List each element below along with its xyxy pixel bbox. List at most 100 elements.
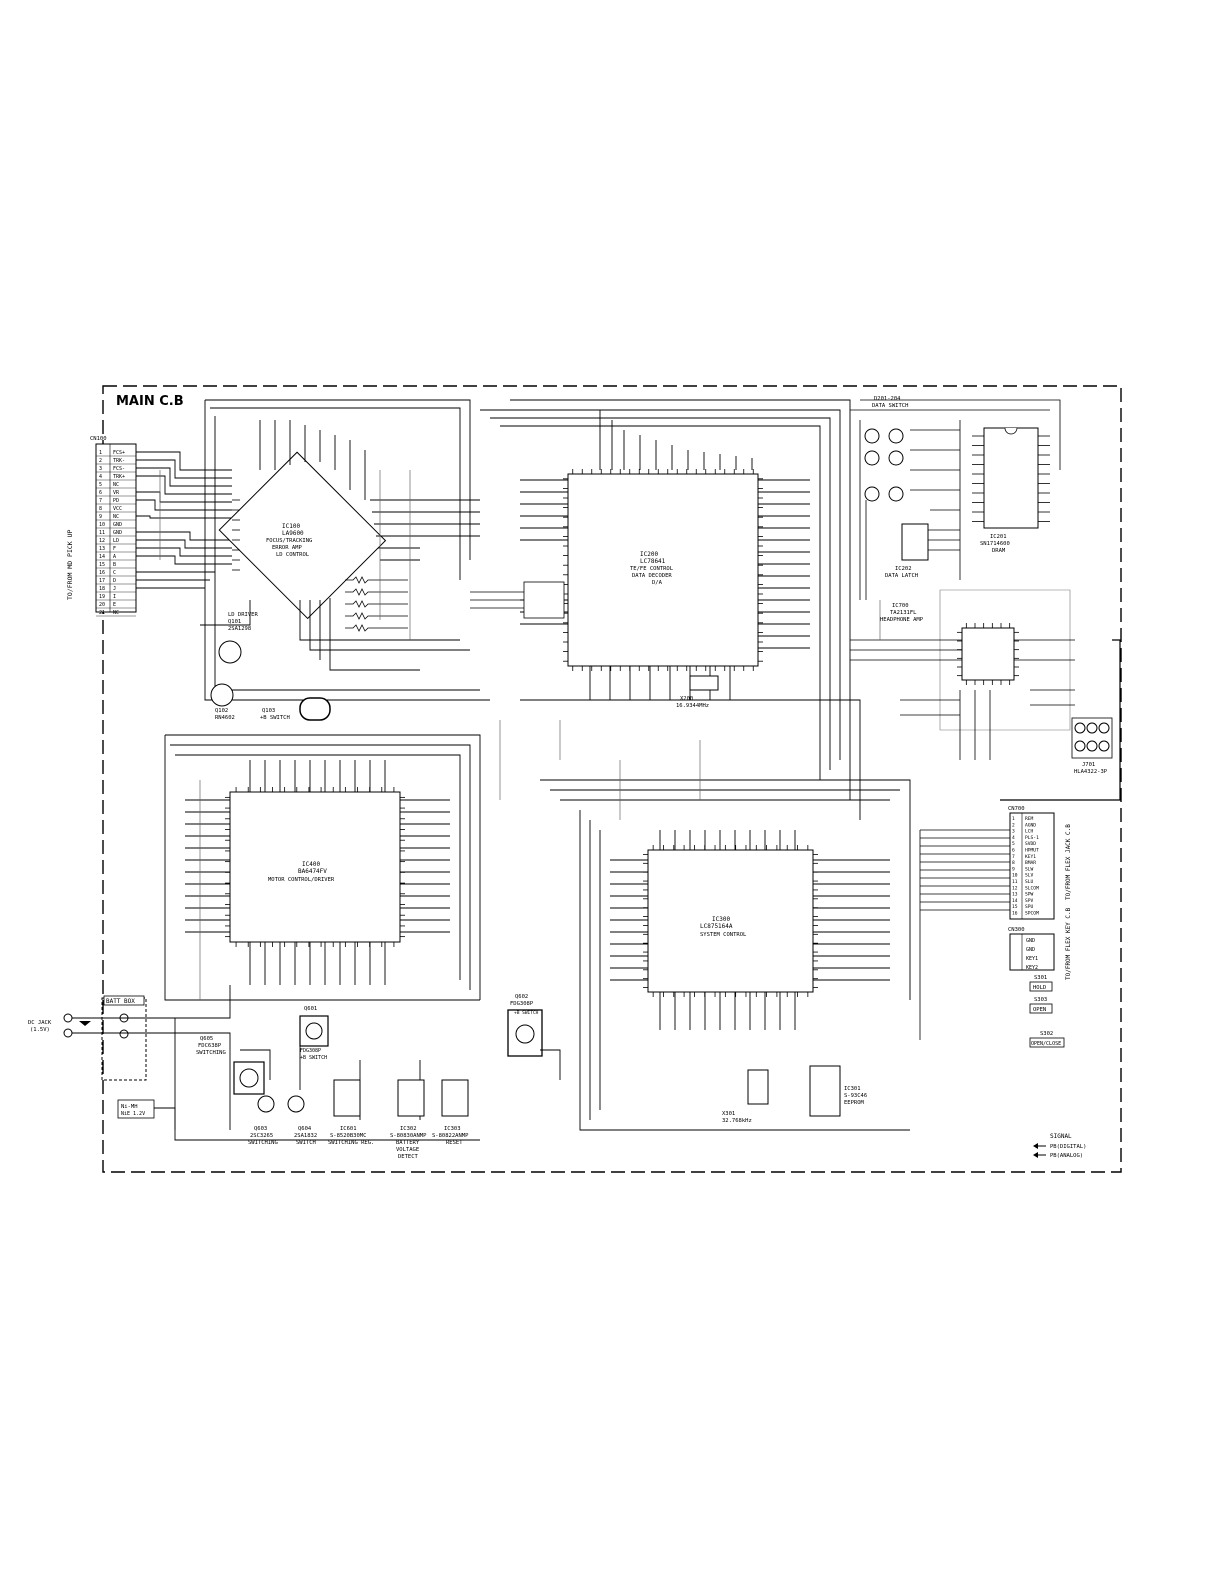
ic700-wiring (850, 589, 1075, 760)
dc-jack-label: DC JACK (28, 1020, 52, 1026)
ic300-ref: IC300 (712, 916, 730, 923)
board-label: MAIN C.B (116, 394, 184, 409)
x200-crystal: X200 16.9344MHz (676, 675, 719, 709)
signal-paths (159, 470, 881, 1000)
ic700-part: TA2131FL (890, 610, 917, 616)
cn700-pin-num: 3 (1012, 829, 1015, 835)
data-switch-block: D201-204 DATA SWITCH IC202 DATA LATCH (864, 396, 929, 579)
ic400: IC400 BA6474FV MOTOR CONTROL/DRIVER (225, 787, 405, 947)
ic201-part: SN1714600 (980, 541, 1010, 547)
cn100-pin-name: FCS- (113, 466, 125, 472)
cn700-pin-num: 16 (1012, 911, 1018, 917)
x301-crystal: X301 32.768kHz (722, 1069, 769, 1124)
ic601-func: SWITCHING REG. (328, 1140, 374, 1146)
q604-func: SWITCH (296, 1140, 316, 1146)
cn100-pin-name: TRK+ (113, 474, 125, 480)
ic200-func2: DATA DECODER (632, 573, 672, 579)
q602-func: +B SWITCH (514, 1010, 539, 1016)
cn100-pin-num: 18 (99, 586, 105, 592)
q102-part: RN4602 (215, 715, 235, 721)
cn700-pin-name: KEY1 (1025, 854, 1036, 860)
ic100-func3: LD CONTROL (276, 552, 310, 558)
cn100-pin-num: 9 (99, 514, 102, 520)
legend-title: SIGNAL (1050, 1133, 1072, 1140)
cn700-label: TO/FROM FLEX JACK C.B (1065, 824, 1072, 900)
ic200-part: LC78641 (640, 558, 666, 565)
cn700-pin-name: AGND (1025, 822, 1036, 828)
q601-part: FDG308P (300, 1048, 321, 1054)
cn100-pin-num: 6 (99, 490, 102, 496)
data-switch-wiring (850, 399, 1061, 600)
s302-label: OPEN/CLOSE (1031, 1041, 1061, 1047)
x200-ref: X200 (680, 696, 693, 702)
ic201-ref: IC201 (990, 534, 1007, 540)
signal-legend: SIGNAL PB(DIGITAL) PB(ANALOG) (1033, 1133, 1086, 1159)
cn100-pin-num: 2 (99, 458, 102, 464)
cn700-pin-num: 2 (1012, 822, 1015, 828)
s301-label: HOLD (1033, 985, 1046, 991)
cn300-pin1: GND (1026, 938, 1035, 944)
cn100-pin-num: 19 (99, 594, 105, 600)
cn100-ref: CN100 (90, 436, 107, 442)
ic301-ref: IC301 (844, 1086, 861, 1092)
cn100-pin-name: NC (113, 482, 119, 488)
ic100: IC100 LA9600 FOCUS/TRACKING ERROR AMP LD… (218, 451, 387, 620)
cn100-pin-name: D (113, 578, 116, 584)
cn100-pin-name: NC (113, 514, 119, 520)
j701-jack: J701 HLA4322-3P (1000, 639, 1121, 801)
ic100-ref: IC100 (282, 523, 300, 530)
cn100-pin-name: VR (113, 490, 120, 496)
q603-part: 2SC3265 (250, 1133, 273, 1139)
q103-func: +B SWITCH (260, 715, 290, 721)
cn700-pin-name: REM (1025, 816, 1034, 822)
cn700-pin-num: 7 (1012, 854, 1015, 860)
ic202-ref: IC202 (895, 566, 912, 572)
ic100-resistors (345, 576, 408, 632)
s301-ref: S301 (1034, 975, 1047, 981)
q605-part: FDC638P (198, 1043, 222, 1049)
ic200-func3: D/A (652, 580, 663, 586)
ic100-func2: ERROR AMP (272, 545, 302, 551)
cn700-pin-num: 13 (1012, 892, 1018, 898)
cn100-pin-num: 12 (99, 538, 105, 544)
q601-func: +B SWITCH (300, 1055, 327, 1061)
ic303-part: S-80822ANMP (432, 1133, 469, 1139)
cn100-pin-name: GND (113, 530, 122, 536)
ic400-part: BA6474FV (298, 868, 327, 875)
ic601-ref: IC601 (340, 1126, 357, 1132)
cn700-pin-name: SPCOM (1025, 911, 1039, 917)
cn100-pin-name: NC (113, 610, 119, 616)
cn700-wiring (919, 829, 1010, 1040)
ic302-ref: IC302 (400, 1126, 417, 1132)
pickup-bus (136, 451, 232, 589)
ic700: IC700 TA2131FL HEADPHONE AMP (880, 603, 1019, 685)
q603-func: SWITCHING (248, 1140, 278, 1146)
cn100-pin-num: 14 (99, 554, 105, 560)
cn700-pin-num: 1 (1012, 816, 1015, 822)
cn700-pin-num: 12 (1012, 885, 1018, 891)
cn700-pin-num: 5 (1012, 841, 1015, 847)
cn700-pin-name: SVDD (1025, 841, 1036, 847)
cn100-pin-num: 5 (99, 482, 102, 488)
power-wiring (72, 985, 561, 1141)
ni-mh-voltage: NiE 1.2V (121, 1111, 145, 1117)
legend-pb: PB(DIGITAL) (1050, 1144, 1086, 1150)
connector-cn300: CN300 GND GND KEY1 KEY2 TO/FROM FLEX KEY… (1008, 907, 1072, 980)
ic302-func1: BATTERY (396, 1140, 420, 1146)
cn100-pin-num: 16 (99, 570, 105, 576)
cn100-pin-num: 7 (99, 498, 102, 504)
cn700-pin-name: SLCOM (1025, 885, 1039, 891)
cn700-pin-num: 11 (1012, 879, 1018, 885)
q602-block: Q602 FDG308P +B SWITCH (507, 994, 543, 1057)
q602-part: FDG308P (510, 1001, 534, 1007)
q605-func: SWITCHING (196, 1050, 226, 1056)
cn700-pin-name: BMAR (1025, 860, 1036, 866)
cn700-pin-num: 8 (1012, 860, 1015, 866)
cn100-pin-name: J (113, 586, 116, 592)
power-labels: Q605 FDC638P SWITCHING Q601 FDG308P +B S… (196, 1006, 469, 1160)
cn700-pin-name: PLS-1 (1025, 835, 1039, 841)
